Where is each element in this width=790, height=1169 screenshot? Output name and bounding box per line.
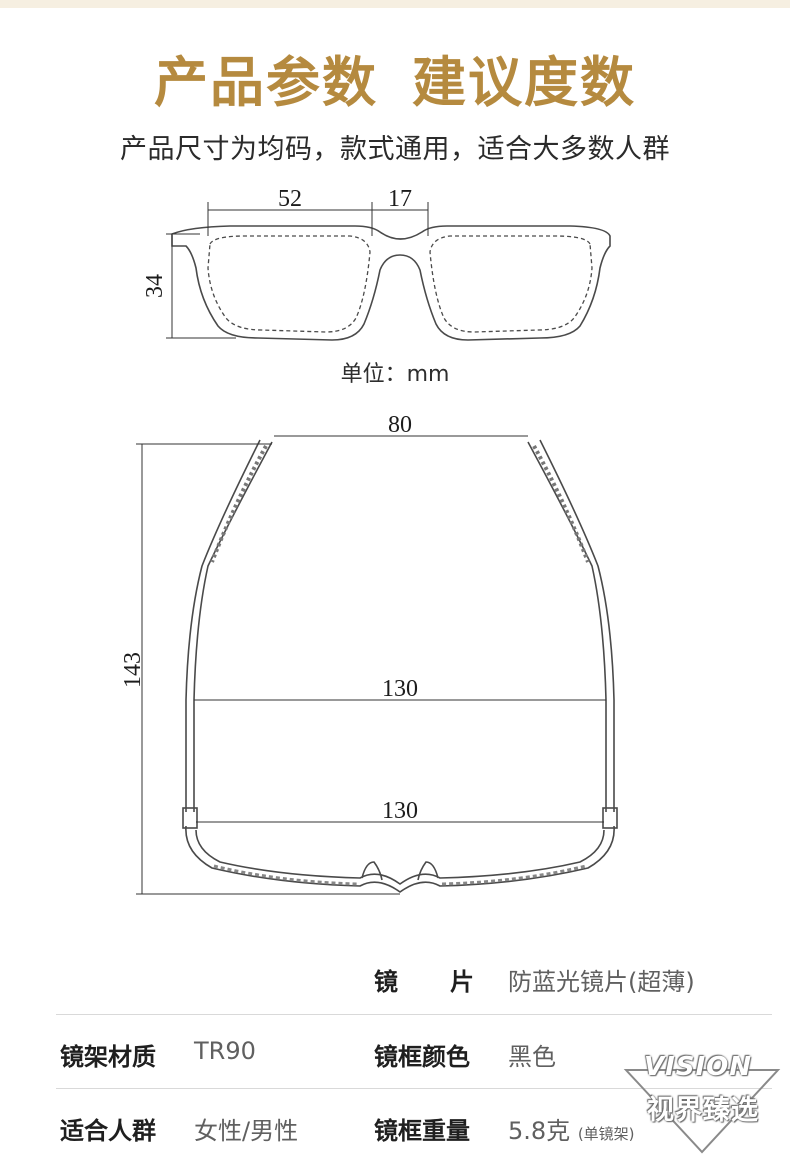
spec-frame-weight-value: 5.8克 (单镜架) [508,1111,635,1146]
spec-frame-weight-name: 镜框重量 [374,1117,470,1145]
spec-lens-value: 防蓝光镜片(超薄) [508,968,695,996]
title-part-suggested-power: 建议度数 [412,51,636,114]
spec-lens-name-char2: 片 [450,968,474,996]
spec-lens-name-char1: 镜 [374,968,398,996]
glasses-dimension-diagram: 52 17 34 80 143 130 130 [120,186,618,895]
top-color-band [0,0,790,8]
watermark-line1: VISION [643,1052,753,1082]
page-subtitle: 产品尺寸为均码，款式通用，适合大多数人群 [120,134,670,165]
spec-frame-weight-number: 5.8克 [508,1117,571,1145]
spec-frame-material-name: 镜架材质 [60,1043,156,1071]
front-view-drawing [171,225,611,341]
temple-length-label: 143 [120,652,146,688]
unit-label: 单位：mm [340,362,450,387]
page-title: 产品参数建议度数 [0,38,790,117]
watermark-line2: 视界臻选 [647,1095,759,1126]
spec-lens-name: 镜片 [374,962,474,997]
vision-watermark: VISION 视界臻选 [618,1052,788,1162]
top-view-drawing [182,439,618,893]
temple-tip-width-label: 80 [388,412,412,438]
front-width-label: 130 [382,798,418,824]
divider [56,1088,772,1089]
spec-frame-color-name: 镜框颜色 [374,1043,470,1071]
title-part-parameters: 产品参数 [154,51,378,114]
top-dimension-lines [136,435,606,895]
lens-width-label: 52 [278,186,302,212]
spec-audience-value: 女性/男性 [194,1117,299,1145]
hinge-width-label: 130 [382,676,418,702]
spec-frame-weight-note: (单镜架) [577,1125,635,1143]
bridge-width-label: 17 [388,186,412,212]
spec-frame-material-value: TR90 [194,1037,256,1065]
spec-audience-name: 适合人群 [60,1117,156,1145]
lens-height-label: 34 [142,274,168,298]
front-dimension-lines [166,202,429,339]
spec-frame-color-value: 黑色 [508,1043,556,1071]
watermark-triangle-icon [623,1069,781,1154]
divider [56,1014,772,1015]
